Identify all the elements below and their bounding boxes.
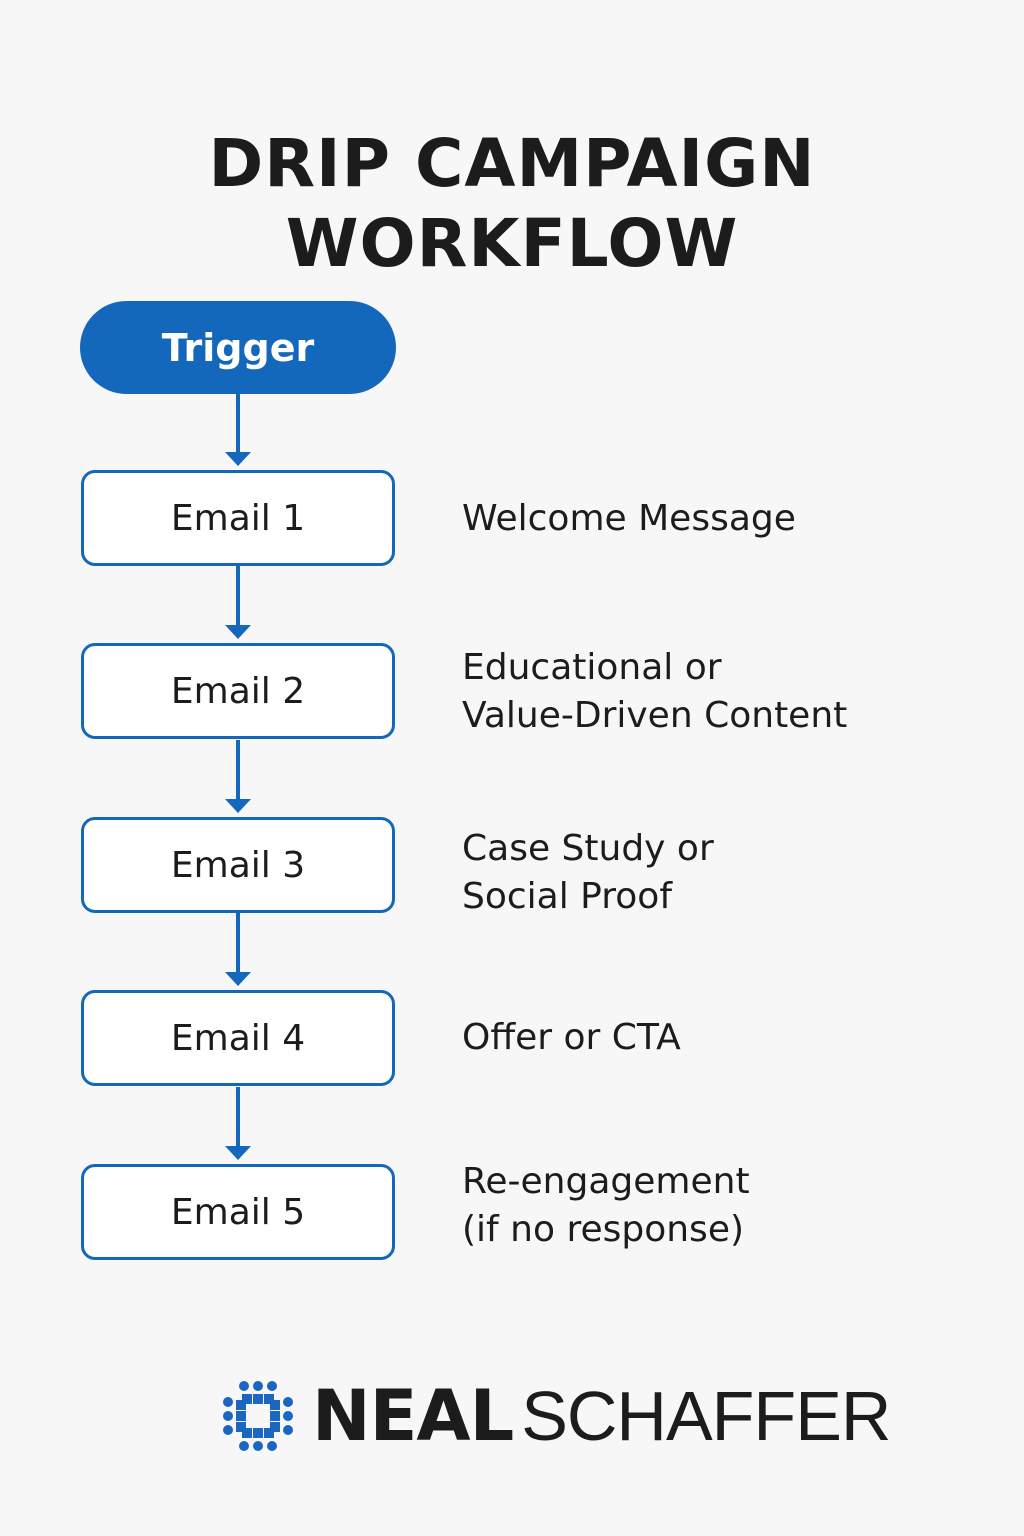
email-5-label: Email 5 bbox=[170, 1191, 306, 1233]
email-2-node: Email 2 bbox=[81, 643, 395, 739]
email-1-description: Welcome Message bbox=[462, 495, 796, 543]
email-3-label: Email 3 bbox=[170, 844, 306, 886]
email-4-node: Email 4 bbox=[81, 990, 395, 1086]
email-2-description: Educational or Value-Driven Content bbox=[462, 644, 847, 740]
arrow-down-icon bbox=[225, 740, 251, 813]
trigger-label: Trigger bbox=[161, 325, 315, 370]
email-5-description: Re-engagement (if no response) bbox=[462, 1158, 750, 1254]
email-4-description: Offer or CTA bbox=[462, 1014, 681, 1062]
arrow-down-icon bbox=[225, 394, 251, 466]
email-4-label: Email 4 bbox=[170, 1017, 306, 1059]
page-title: DRIP CAMPAIGN WORKFLOW bbox=[0, 124, 1024, 284]
email-1-node: Email 1 bbox=[81, 470, 395, 566]
brand-name-bold: NEAL bbox=[312, 1375, 514, 1457]
neal-schaffer-logo-icon bbox=[223, 1381, 293, 1451]
description-line: Re-engagement bbox=[462, 1161, 750, 1202]
email-5-node: Email 5 bbox=[81, 1164, 395, 1260]
description-line: Case Study or bbox=[462, 828, 714, 869]
email-3-node: Email 3 bbox=[81, 817, 395, 913]
title-line-1: DRIP CAMPAIGN bbox=[208, 125, 816, 203]
title-line-2: WORKFLOW bbox=[285, 205, 739, 283]
arrow-down-icon bbox=[225, 1087, 251, 1160]
trigger-node: Trigger bbox=[80, 301, 396, 394]
description-line: Offer or CTA bbox=[462, 1017, 681, 1058]
email-3-description: Case Study or Social Proof bbox=[462, 825, 714, 921]
description-line: (if no response) bbox=[462, 1209, 745, 1250]
email-1-label: Email 1 bbox=[170, 497, 306, 539]
email-2-label: Email 2 bbox=[170, 670, 306, 712]
arrow-down-icon bbox=[225, 566, 251, 639]
arrow-down-icon bbox=[225, 913, 251, 986]
description-line: Value-Driven Content bbox=[462, 695, 848, 736]
brand-name-light: SCHAFFER bbox=[521, 1377, 891, 1455]
description-line: Educational or bbox=[462, 647, 722, 688]
description-line: Welcome Message bbox=[462, 498, 796, 539]
description-line: Social Proof bbox=[462, 876, 672, 917]
